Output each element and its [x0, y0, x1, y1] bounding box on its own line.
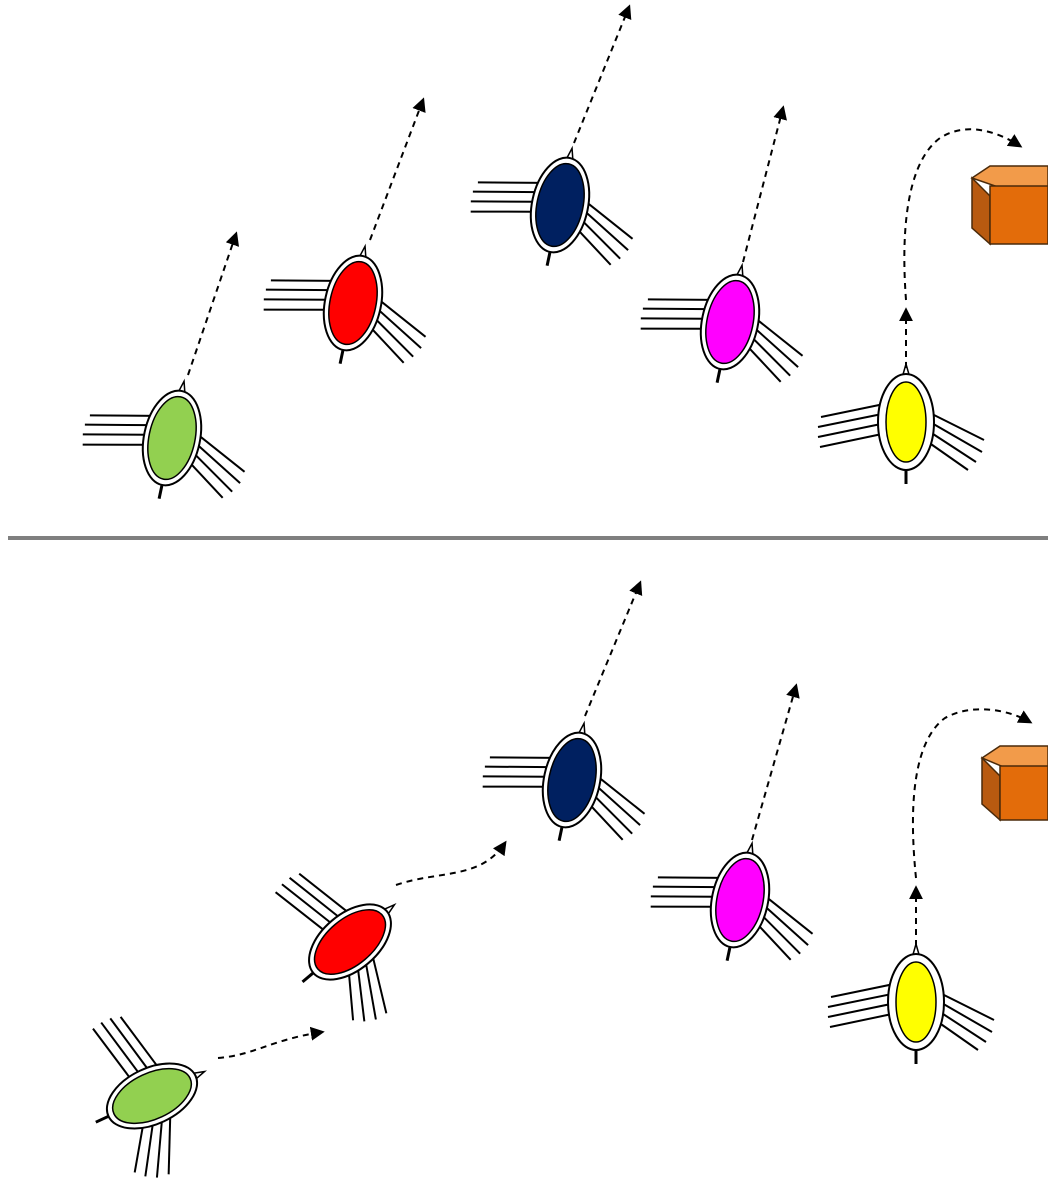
agent-green — [71, 361, 262, 517]
agent-green-2-body — [111, 1067, 193, 1125]
agent-navy-2-body — [547, 737, 597, 823]
agent-yellow-2-body — [895, 961, 937, 1043]
top-panel — [71, 4, 1048, 517]
agent-yellow-2-path-to-target — [912, 708, 1033, 879]
agent-yellow-body — [885, 381, 927, 463]
agent-red-heading-arrow — [369, 97, 426, 241]
agent-red-2-body — [313, 909, 387, 975]
agent-magenta-2-body — [715, 857, 765, 943]
agent-magenta — [629, 245, 820, 401]
agent-green-2-heading-arrow — [217, 1026, 325, 1059]
agent-magenta-2 — [639, 823, 830, 979]
agent-yellow — [816, 362, 986, 486]
agent-magenta-2-heading-arrow — [751, 683, 800, 841]
agent-navy-heading-arrow — [573, 4, 632, 144]
target-box-2 — [980, 745, 1048, 822]
agent-red-2 — [244, 835, 447, 1044]
agent-navy-body — [535, 162, 585, 248]
target-box — [970, 165, 1048, 246]
agent-navy-2 — [471, 703, 662, 859]
agent-green-heading-arrow — [187, 231, 240, 376]
bottom-panel — [57, 580, 1048, 1189]
agent-navy-2-heading-arrow — [584, 580, 643, 717]
agent-red-2-heading-arrow — [395, 840, 507, 886]
agent-magenta-heading-arrow — [742, 105, 787, 263]
agent-green-body — [147, 395, 197, 481]
agent-magenta-body — [705, 279, 755, 365]
agent-red-body — [328, 260, 378, 346]
agent-yellow-path-to-target — [903, 128, 1023, 301]
agent-yellow-2 — [826, 942, 996, 1066]
agent-navy — [459, 128, 650, 284]
agent-green-2 — [57, 990, 240, 1189]
agent-red — [252, 226, 443, 382]
